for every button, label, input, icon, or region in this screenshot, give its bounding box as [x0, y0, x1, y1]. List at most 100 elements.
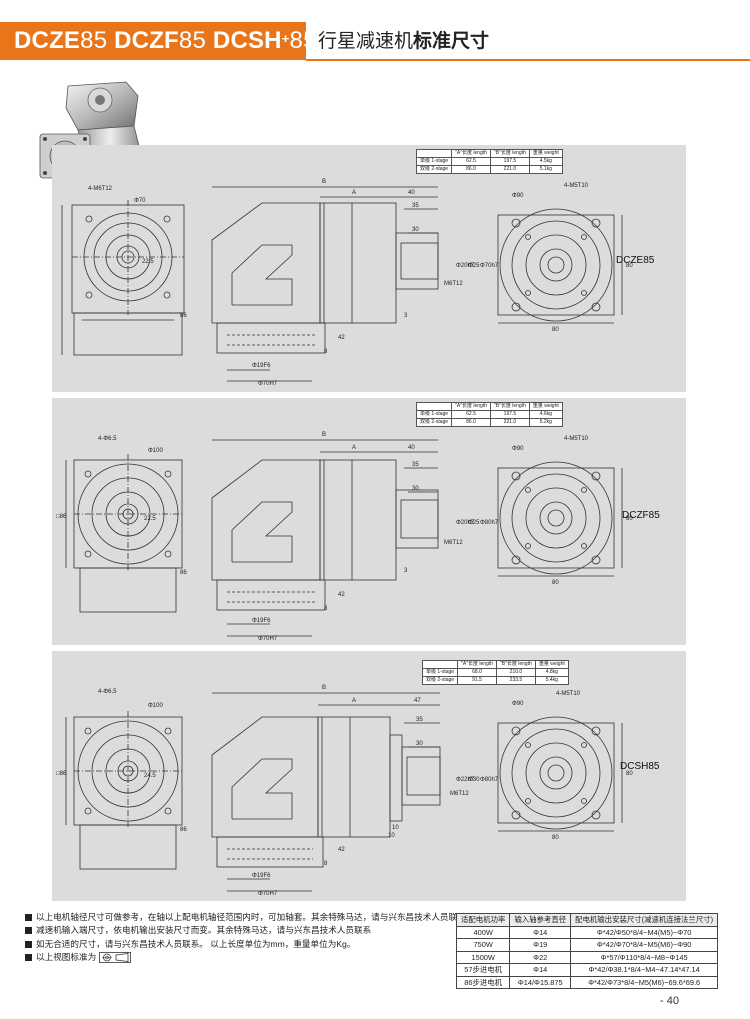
note-item: 以上电机轴径尺寸可做参考，在轴以上配电机轴径范围内时，可加轴套。其余特殊马达，请… [25, 911, 466, 924]
dim-bore: Φ19F6 [252, 363, 271, 369]
plus-superscript: + [281, 31, 290, 46]
size-c: 85 [289, 27, 317, 54]
size-a: 85 [80, 27, 108, 54]
dim-flange-holes: 4-M5T10 [556, 691, 581, 697]
dim-pilot: Φ70h7 [480, 263, 499, 269]
dim-pilot: Φ80h7 [480, 777, 499, 783]
dim-holes: 4-Φ6.5 [98, 689, 117, 695]
dim-pcd: Φ70 [134, 198, 146, 204]
series-title-bar: DCZE85 DCZF85 DCSH+85 [0, 22, 316, 60]
note-view-text: 以上视图标准为 [36, 952, 97, 963]
dim-42: 42 [338, 592, 345, 598]
dim-square: □86 [56, 771, 67, 777]
dim-b: B [322, 685, 326, 691]
technical-drawing: 4-Φ6.5 Φ100 22.5 □86 86 B A 40 35 30 Φ20… [56, 432, 633, 642]
dim-10: 10 [392, 825, 399, 831]
dim-shaft: Φ20h7 [456, 263, 475, 269]
dim-30: 30 [412, 486, 419, 492]
col-input-diameter: 输入轴参考直径 [509, 913, 572, 927]
dim-30: 30 [412, 227, 419, 233]
dim-flange-80: 80 [626, 771, 633, 777]
model-dczf: DCZF [114, 27, 179, 54]
model-label: DCSH85 [620, 761, 660, 772]
page-title: 行星减速机标准尺寸 [318, 24, 489, 60]
dim-8: 8 [324, 606, 328, 612]
dim-pcd: Φ100 [148, 448, 163, 454]
model-dcze: DCZE [14, 27, 81, 54]
dim-shaft-key: Φ25 [468, 520, 480, 526]
motor-adapter-table: 适配电机功率 输入轴参考直径 配电机输出安装尺寸(减速机连接法兰尺寸) 400W… [455, 913, 719, 989]
title-bold: 标准尺寸 [413, 31, 490, 52]
dim-flange-pcd: Φ90 [512, 446, 524, 452]
dim-bore2: Φ70H7 [258, 381, 278, 387]
dim-40: 40 [408, 445, 415, 451]
dim-holes: 4-Φ6.5 [98, 436, 117, 442]
dim-square: □86 [56, 514, 67, 520]
model-label: DCZE85 [616, 255, 655, 266]
dim-bore: Φ19F6 [252, 618, 271, 624]
technical-drawing: 4-M6T12 Φ70 22.5 86 B A 40 35 30 Φ20h7 Φ… [61, 179, 633, 387]
dim-holes: 4-M6T12 [88, 186, 113, 192]
col-flange-size: 配电机输出安装尺寸(减速机连接法兰尺寸) [570, 913, 719, 927]
dim-bore: Φ19F6 [252, 873, 271, 879]
dim-flange-80: 80 [626, 263, 633, 269]
dim-shaft: Φ22h7 [456, 777, 475, 783]
dim-keyway: 22.5 [144, 516, 156, 522]
model-label: DCZF85 [622, 510, 660, 521]
dim-35: 35 [412, 203, 419, 209]
page-number: - 40 [660, 995, 679, 1007]
dim-bore2: Φ70H7 [258, 891, 278, 897]
dim-42: 42 [338, 335, 345, 341]
dim-flange-pcd: Φ90 [512, 193, 524, 199]
dim-pcd: Φ100 [148, 703, 163, 709]
dim-shaft-key: Φ25 [468, 263, 480, 269]
dim-height: 86 [180, 570, 187, 576]
notes-list: 以上电机轴径尺寸可做参考，在轴以上配电机轴径范围内时，可加轴套。其余特殊马达，请… [25, 911, 466, 965]
title-plain: 行星减速机 [318, 31, 414, 52]
dim-42: 42 [338, 847, 345, 853]
technical-drawing: 4-Φ6.5 Φ100 24.5 □86 86 B A 47 35 30 Φ22… [56, 685, 633, 897]
dim-a: A [352, 445, 356, 451]
dim-flange-pcd: Φ90 [512, 701, 524, 707]
dim-8: 8 [324, 349, 328, 355]
dim-thread: M6T12 [450, 791, 469, 797]
dim-flange-80b: 80 [552, 580, 559, 586]
dim-40: 40 [408, 190, 415, 196]
dim-flange-80b: 80 [552, 835, 559, 841]
note-item: 减速机输入端尺寸，依电机输出安装尺寸而变。其余特殊马达，请与兴东昌技术人员联系 [25, 924, 455, 937]
size-b: 85 [178, 27, 207, 54]
col-motor-power: 适配电机功率 [455, 913, 511, 927]
dim-a: A [352, 698, 356, 704]
dim-flange-holes: 4-M5T10 [564, 183, 589, 189]
dim-b: B [322, 179, 326, 185]
dim-thread: M6T12 [444, 540, 463, 546]
dim-height: 86 [180, 827, 187, 833]
dim-47: 47 [414, 698, 421, 704]
dim-a: A [352, 190, 356, 196]
dim-shaft-key: Φ30 [468, 777, 480, 783]
model-dcsh: DCSH [212, 27, 282, 54]
dim-flange-80: 80 [626, 516, 633, 522]
note-item-view-standard: 以上视图标准为 [25, 951, 455, 964]
note-item: 如无合适的尺寸，请与兴东昌技术人员联系。 以上长度单位为mm，重量单位为Kg。 [25, 938, 455, 951]
dim-8: 8 [324, 861, 328, 867]
dim-bore2: Φ70H7 [258, 636, 278, 642]
dim-30: 30 [416, 741, 423, 747]
dim-thread: M6T12 [444, 281, 463, 287]
dim-pilot: Φ80h7 [480, 520, 499, 526]
dim-35: 35 [412, 462, 419, 468]
dim-flange-80b: 80 [552, 327, 559, 333]
dim-height: 86 [180, 313, 187, 319]
dim-keyway: 24.5 [144, 773, 156, 779]
